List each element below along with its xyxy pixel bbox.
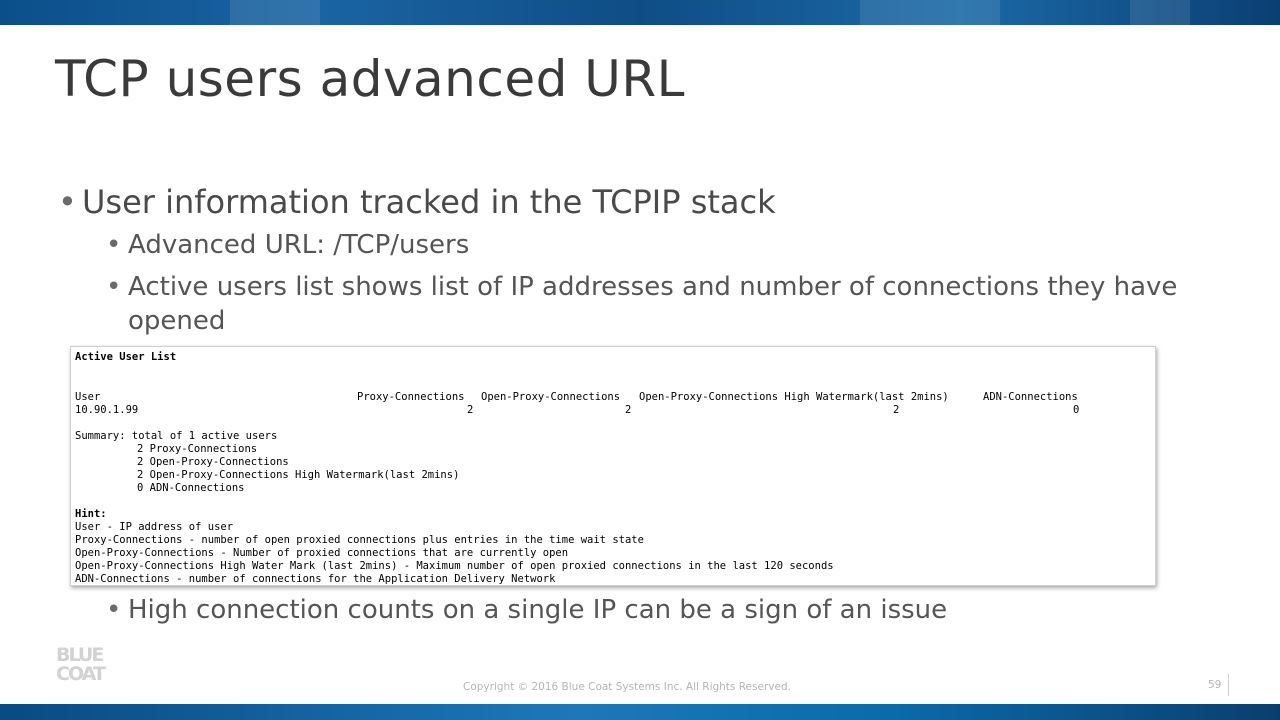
column-header-adn-connections: ADN-Connections: [983, 391, 1078, 403]
row-high-watermark: 2: [893, 404, 900, 416]
top-banner: [0, 0, 1280, 25]
copyright-footer: Copyright © 2016 Blue Coat Systems Inc. …: [463, 681, 791, 693]
hint-line: Open-Proxy-Connections - Number of proxi…: [75, 547, 569, 559]
bullet-dot: •: [58, 183, 77, 221]
summary-line: 2 Proxy-Connections: [137, 443, 258, 455]
banner-highlight: [230, 0, 320, 25]
banner-highlight: [860, 0, 1000, 25]
logo-line: COAT: [56, 663, 106, 685]
footer-divider: [1228, 674, 1229, 696]
active-user-list-heading: Active User List: [75, 351, 177, 363]
row-proxy-connections: 2: [467, 404, 474, 416]
hint-line: Proxy-Connections - number of open proxi…: [75, 534, 644, 546]
column-header-high-watermark: Open-Proxy-Connections High Watermark(la…: [639, 391, 949, 403]
column-header-user: User: [75, 391, 101, 403]
bullet-sub-2-text: Active users list shows list of IP addre…: [128, 272, 1178, 336]
slide-title: TCP users advanced URL: [55, 50, 685, 108]
bullet-dot: •: [106, 272, 122, 302]
hint-line: User - IP address of user: [75, 521, 234, 533]
bullet-sub-2: • Active users list shows list of IP add…: [106, 271, 1196, 339]
hint-title: Hint:: [75, 508, 107, 520]
banner-highlight: [1130, 0, 1190, 25]
hint-line: ADN-Connections - number of connections …: [75, 573, 556, 585]
row-open-proxy-connections: 2: [625, 404, 632, 416]
logo-line: BLUE: [56, 644, 104, 666]
bullet-sub-1: •Advanced URL: /TCP/users: [106, 229, 469, 263]
bullet-main: •User information tracked in the TCPIP s…: [58, 183, 776, 221]
hint-line: Open-Proxy-Connections High Water Mark (…: [75, 560, 834, 572]
row-user-ip: 10.90.1.99: [75, 404, 139, 416]
column-header-open-proxy-connections: Open-Proxy-Connections: [481, 391, 621, 403]
summary-line: 0 ADN-Connections: [137, 482, 245, 494]
bullet-sub-3: •High connection counts on a single IP c…: [106, 594, 947, 628]
active-user-list-screenshot: Active User List User Proxy-Connections …: [70, 346, 1156, 586]
column-header-proxy-connections: Proxy-Connections: [357, 391, 465, 403]
row-adn-connections: 0: [1073, 404, 1080, 416]
summary-title: Summary: total of 1 active users: [75, 430, 278, 442]
bullet-sub-3-text: High connection counts on a single IP ca…: [128, 595, 948, 625]
bullet-sub-1-text: Advanced URL: /TCP/users: [128, 230, 470, 260]
bullet-dot: •: [106, 230, 122, 260]
bottom-banner: [0, 704, 1280, 720]
summary-line: 2 Open-Proxy-Connections High Watermark(…: [137, 469, 460, 481]
page-number: 59: [1208, 679, 1222, 691]
bullet-main-text: User information tracked in the TCPIP st…: [82, 183, 776, 221]
bullet-dot: •: [106, 595, 122, 625]
blue-coat-logo: BLUE COAT: [56, 644, 106, 685]
summary-line: 2 Open-Proxy-Connections: [137, 456, 289, 468]
